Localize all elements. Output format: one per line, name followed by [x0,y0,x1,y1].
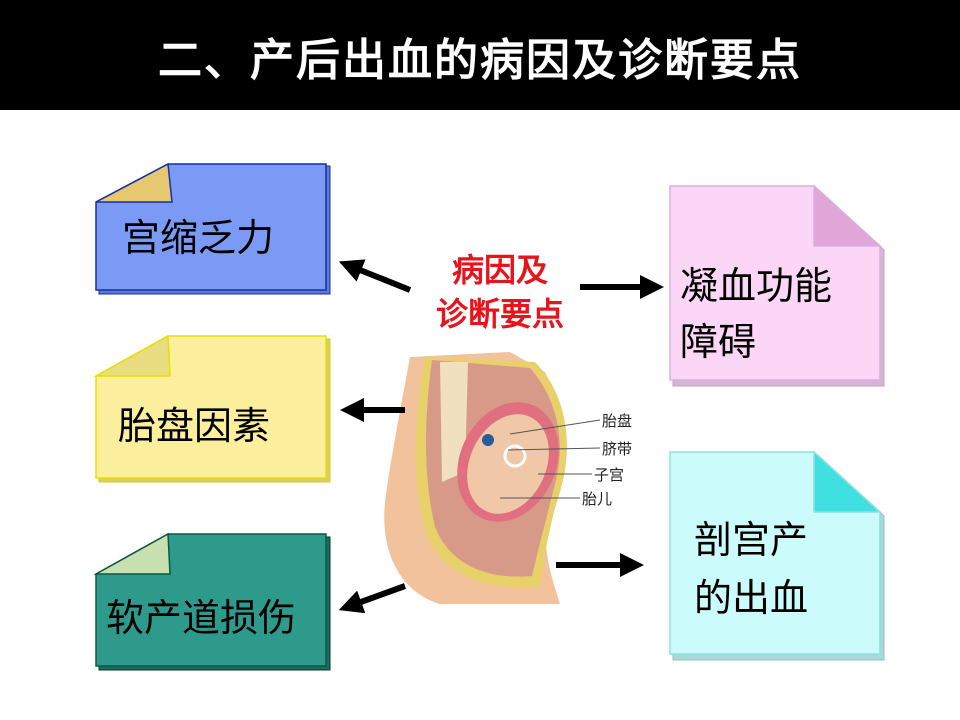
note-text: 宫缩乏力 [122,216,275,260]
note-text-line1: 剖宫产 [694,518,809,562]
note-text: 软产道损伤 [106,596,297,640]
center-label: 病因及 诊断要点 [405,248,595,336]
note-text-line2: 的出血 [694,576,809,620]
label-fetus: 胎儿 [582,490,613,508]
note-cesarean-bleeding: 剖宫产 的出血 [668,450,888,662]
note-text-line1: 凝血功能 [680,264,833,308]
note-birth-canal-injury: 软产道损伤 [94,532,334,672]
label-placenta: 胎盘 [602,412,633,430]
slide-title: 二、产后出血的病因及诊断要点 [158,35,802,86]
note-coagulation-disorder: 凝血功能 障碍 [668,184,888,388]
note-text: 胎盘因素 [118,404,271,448]
note-uterine-atony: 宫缩乏力 [94,162,334,296]
center-label-line1: 病因及 [451,251,548,289]
pregnancy-anatomy-illustration: 胎盘 脐带 子宫 胎儿 [380,352,650,610]
center-label-line2: 诊断要点 [435,295,564,333]
note-placental-factors: 胎盘因素 [94,334,334,484]
label-uterus: 子宫 [594,466,625,484]
arrow-to-uterine-atony [338,259,412,293]
note-text-line2: 障碍 [680,320,757,364]
label-umbilical-cord: 脐带 [602,440,633,458]
arrow-to-birth-canal-injury [338,583,407,614]
title-bar [0,0,960,110]
anatomy-drawing [384,352,601,604]
